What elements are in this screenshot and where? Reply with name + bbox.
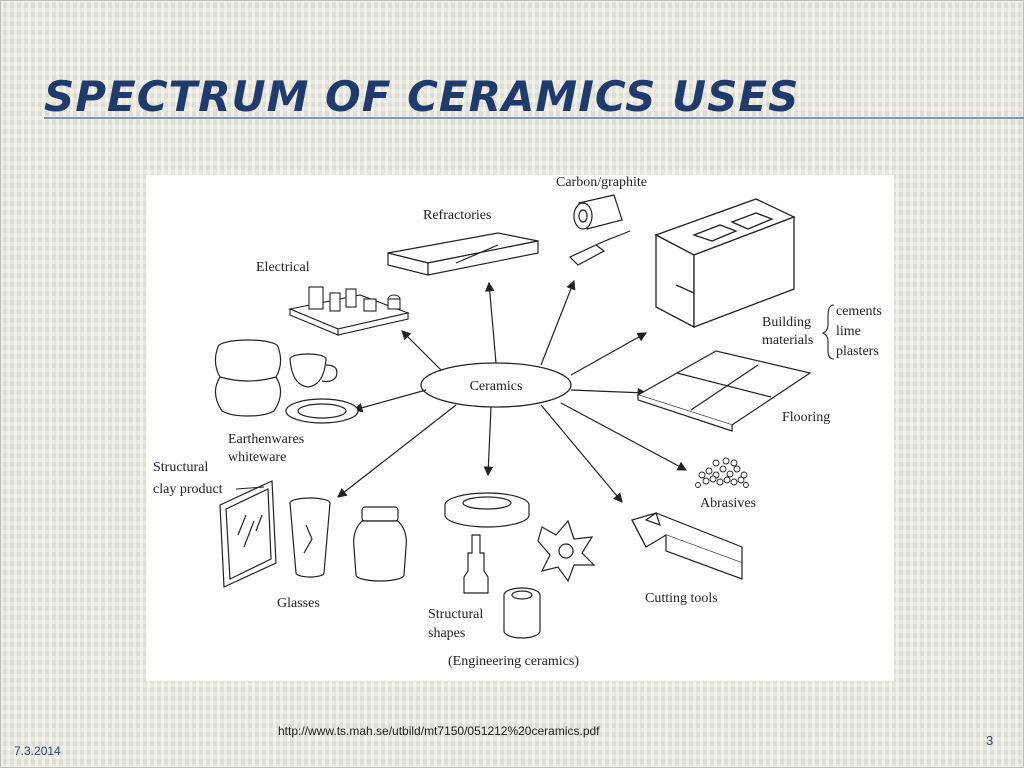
cup-icon <box>289 353 338 388</box>
label-earthenwares: Earthenwares <box>228 432 304 447</box>
cylinder-icon <box>503 587 541 639</box>
arrow-carbon <box>540 279 576 366</box>
label-refractories: Refractories <box>423 208 491 223</box>
slide-title: Spectrum of Ceramics Uses <box>44 72 800 121</box>
ring-icon <box>444 492 530 528</box>
arrow-electrical <box>401 330 442 371</box>
cutting-tool-icon <box>631 512 743 580</box>
building-block-icon <box>654 198 796 329</box>
pot-icon <box>214 339 282 417</box>
rotor-icon <box>537 519 596 583</box>
arrow-glasses <box>337 404 457 498</box>
arrow-abrasives <box>560 402 688 471</box>
label-carbon-graphite: Carbon/graphite <box>556 175 647 190</box>
page-number: 3 <box>986 733 994 748</box>
label-lime: lime <box>836 324 861 339</box>
plate-icon <box>285 398 359 424</box>
carbon-graphite-icon <box>568 194 631 266</box>
arrows <box>337 279 688 503</box>
label-cements: cements <box>836 304 882 319</box>
label-flooring: Flooring <box>782 410 830 425</box>
nozzle-icon <box>463 534 489 594</box>
pointer-clay <box>235 486 265 490</box>
label-abrasives: Abrasives <box>700 496 756 511</box>
title-underline <box>44 117 1024 119</box>
arrow-flooring <box>570 387 648 398</box>
tumbler-icon <box>289 497 331 578</box>
label-structural-clay-1: Structural <box>153 460 208 475</box>
center-label: Ceramics <box>470 379 523 394</box>
arrow-earthenware <box>352 389 427 413</box>
arrow-building <box>570 332 648 376</box>
diagram-svg: Ceramics Carbon/graphite Refractories <box>153 175 882 669</box>
jar-icon <box>353 506 407 582</box>
arrow-refractories <box>484 281 497 364</box>
label-engineering-ceramics: (Engineering ceramics) <box>448 654 579 669</box>
slide-date: 7.3.2014 <box>14 744 61 758</box>
label-structural-shapes-1: Structural <box>428 607 483 622</box>
label-whiteware: whiteware <box>228 450 286 465</box>
label-plasters: plasters <box>836 344 879 359</box>
label-structural-shapes-2: shapes <box>428 626 465 641</box>
label-building: Building <box>762 315 811 330</box>
flooring-icon <box>636 350 812 432</box>
label-electrical: Electrical <box>256 260 310 275</box>
label-materials: materials <box>762 333 813 348</box>
arrow-cutting <box>540 404 623 503</box>
building-brace <box>821 304 835 360</box>
label-cutting-tools: Cutting tools <box>645 591 718 606</box>
abrasives-icon <box>695 457 749 488</box>
arrow-engineering <box>483 406 494 477</box>
refractories-icon <box>387 232 539 276</box>
glass-pane-icon <box>219 480 277 588</box>
label-glasses: Glasses <box>277 596 320 611</box>
electrical-icon <box>288 286 410 336</box>
ceramics-diagram: Ceramics Carbon/graphite Refractories <box>146 175 894 681</box>
label-structural-clay-2: clay product <box>153 482 223 497</box>
source-url: http://www.ts.mah.se/utbild/mt7150/05121… <box>278 724 600 738</box>
